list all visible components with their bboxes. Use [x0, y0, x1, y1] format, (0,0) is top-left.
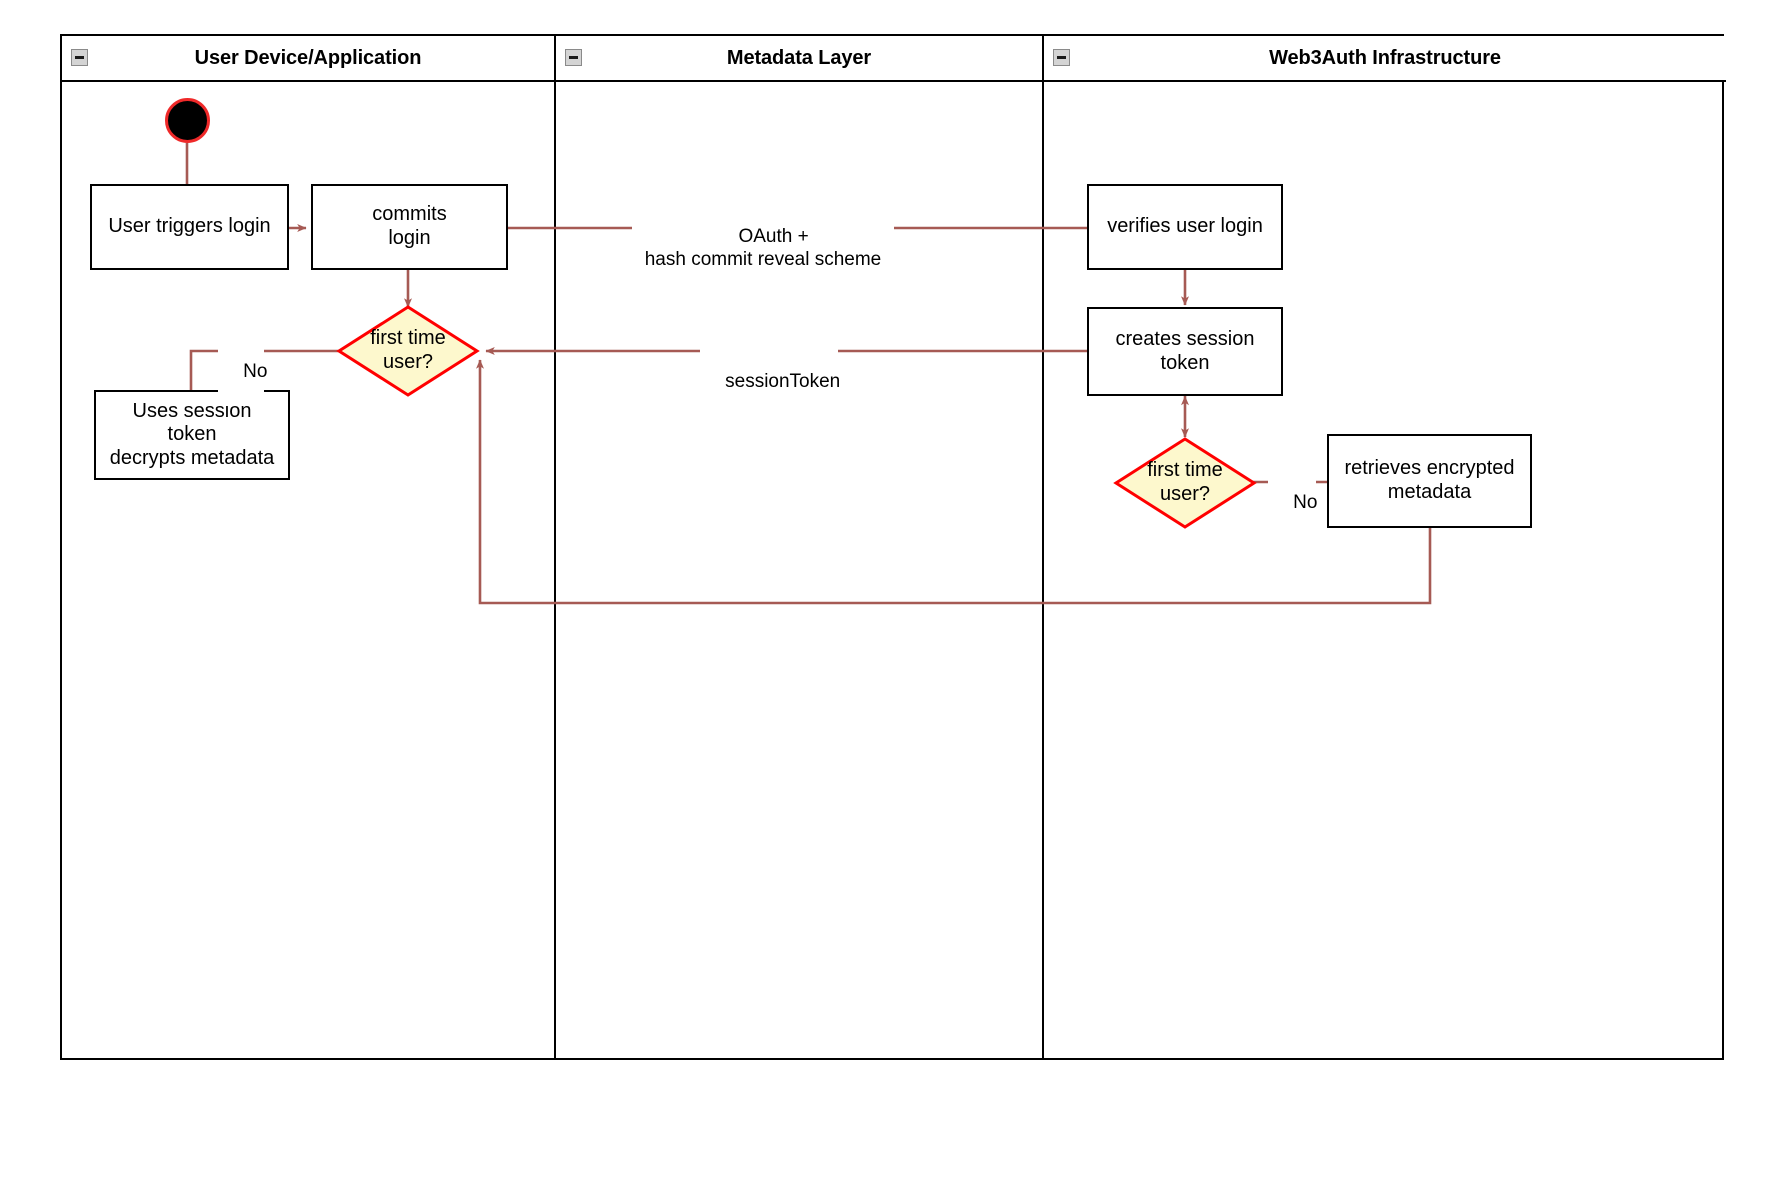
activity-label: Uses session token decrypts metadata [109, 399, 275, 469]
decision-first-time-user-left-shape[interactable] [336, 305, 480, 397]
swimlane-header-user-device[interactable]: User Device/Application [62, 36, 554, 82]
collapse-minus-icon[interactable] [1053, 49, 1070, 66]
edge-label-text: sessionToken [725, 370, 841, 392]
edge-label-text: No [243, 360, 268, 382]
edge-label-session-token: sessionToken [700, 348, 841, 417]
activity-label: User triggers login [108, 215, 271, 238]
activity-creates-session-token[interactable]: creates session token [1087, 307, 1283, 396]
activity-retrieves-encrypted-metadata[interactable]: retrieves encrypted metadata [1327, 434, 1532, 528]
activity-uses-session-token[interactable]: Uses session token decrypts metadata [94, 390, 290, 480]
activity-label: retrieves encrypted metadata [1344, 457, 1515, 503]
activity-verifies-user-login[interactable]: verifies user login [1087, 184, 1283, 270]
edge-label-text: OAuth + hash commit reveal scheme [644, 225, 882, 270]
activity-label: verifies user login [1107, 215, 1263, 238]
collapse-minus-icon[interactable] [565, 49, 582, 66]
edge-label-text: No [1293, 491, 1318, 513]
swimlane-header-web3auth[interactable]: Web3Auth Infrastructure [1044, 36, 1726, 82]
edge-label-oauth: OAuth + hash commit reveal scheme [632, 203, 894, 295]
activity-user-triggers-login[interactable]: User triggers login [90, 184, 289, 270]
swimlane-header-metadata-layer[interactable]: Metadata Layer [556, 36, 1042, 82]
initial-node[interactable] [165, 98, 210, 143]
swimlane-metadata-layer[interactable]: Metadata Layer [554, 36, 1042, 1058]
edge-label-no-left: No [218, 338, 268, 407]
activity-label: creates session token [1115, 327, 1255, 374]
swimlane-user-device[interactable]: User Device/Application [62, 36, 554, 1058]
activity-commits-login[interactable]: commits login [311, 184, 508, 270]
swimlane-title-web3auth: Web3Auth Infrastructure [1269, 47, 1501, 69]
swimlane-title-user-device: User Device/Application [194, 47, 422, 69]
decision-first-time-user-right-shape[interactable] [1113, 437, 1257, 529]
swimlane-pool: User Device/Application Metadata Layer W… [60, 34, 1726, 1060]
activity-label: commits login [372, 203, 447, 249]
edge-label-no-right: No [1268, 469, 1318, 538]
collapse-minus-icon[interactable] [71, 49, 88, 66]
swimlane-title-metadata-layer: Metadata Layer [726, 47, 872, 69]
